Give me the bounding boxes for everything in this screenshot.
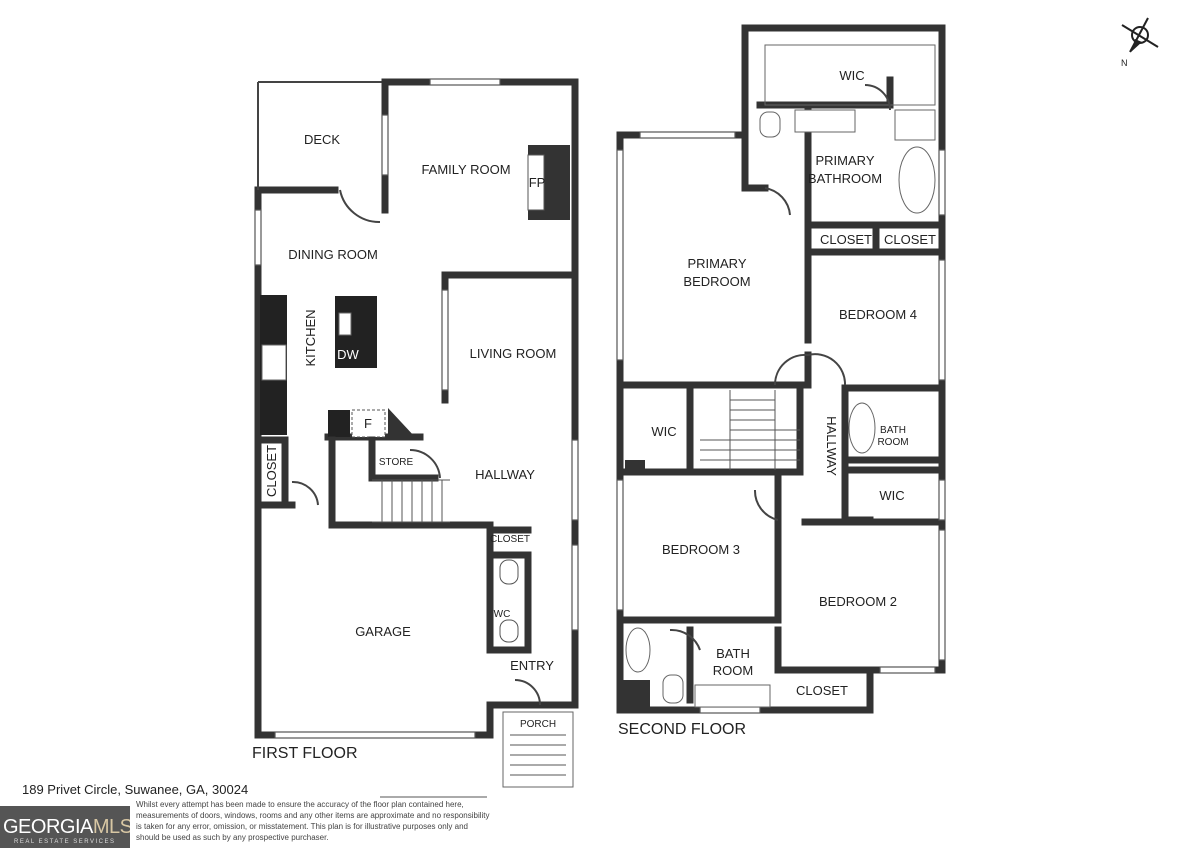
fridge-label: F — [364, 416, 372, 431]
room-label-bath-1: BATH — [716, 646, 750, 661]
room-label-hallway: HALLWAY — [475, 467, 535, 482]
room-label-primary-bedroom-2: BEDROOM — [683, 274, 750, 289]
room-label-wc: WC — [494, 609, 511, 620]
first-floor-title: FIRST FLOOR — [252, 745, 358, 762]
disclaimer-text: Whilst every attempt has been made to en… — [136, 800, 490, 842]
room-label-living-room: LIVING ROOM — [470, 346, 557, 361]
room-label-deck: DECK — [304, 132, 340, 147]
room-label-entry: ENTRY — [510, 658, 554, 673]
room-label-store: STORE — [379, 457, 414, 468]
room-label-wic-right: WIC — [879, 488, 904, 503]
room-label-bath-small-2: ROOM — [877, 437, 908, 448]
room-label-garage: GARAGE — [355, 624, 411, 639]
logo-subtitle: REAL ESTATE SERVICES — [14, 839, 116, 845]
room-label-porch: PORCH — [520, 719, 556, 730]
logo-accent: MLS — [92, 816, 130, 838]
room-label-closet: CLOSET — [264, 445, 279, 497]
room-label-bath-2: ROOM — [713, 663, 753, 678]
room-label-primary-bathroom-1: PRIMARY — [816, 153, 875, 168]
second-floor-title: SECOND FLOOR — [618, 721, 746, 738]
dishwasher-label: DW — [337, 347, 359, 362]
north-arrow-icon: N — [1121, 17, 1159, 68]
room-label-hallway-2: HALLWAY — [824, 416, 839, 476]
room-label-closet-1: CLOSET — [820, 232, 872, 247]
first-floor-labels: DECK FAMILY ROOM FP DINING ROOM KITCHEN … — [252, 132, 556, 762]
room-label-primary-bedroom-1: PRIMARY — [688, 256, 747, 271]
room-label-bedroom-4: BEDROOM 4 — [839, 307, 917, 322]
room-label-wic-top: WIC — [839, 68, 864, 83]
room-label-kitchen: KITCHEN — [303, 309, 318, 366]
second-floor-walls — [616, 24, 946, 714]
room-label-closet-2: CLOSET — [884, 232, 936, 247]
room-label-wic-left: WIC — [651, 424, 676, 439]
compass-label: N — [1121, 58, 1128, 68]
logo-main: GEORGIA — [3, 816, 93, 838]
room-label-bedroom-3: BEDROOM 3 — [662, 542, 740, 557]
second-floor-labels: WIC PRIMARY BATHROOM CLOSET CLOSET PRIMA… — [618, 68, 936, 738]
room-label-bath-small-1: BATH — [880, 425, 906, 436]
property-address: 189 Privet Circle, Suwanee, GA, 30024 — [22, 782, 249, 797]
room-label-bedroom-2: BEDROOM 2 — [819, 594, 897, 609]
room-label-closet-bottom: CLOSET — [796, 683, 848, 698]
room-label-primary-bathroom-2: BATHROOM — [808, 171, 882, 186]
room-label-family-room: FAMILY ROOM — [421, 162, 510, 177]
georgia-mls-logo: GEORGIAMLS REAL ESTATE SERVICES — [0, 806, 130, 848]
room-label-closet-entry: CLOSET — [490, 534, 530, 545]
room-label-dining-room: DINING ROOM — [288, 247, 378, 262]
room-label-fireplace: FP — [529, 175, 546, 190]
first-floor-walls — [254, 78, 579, 788]
